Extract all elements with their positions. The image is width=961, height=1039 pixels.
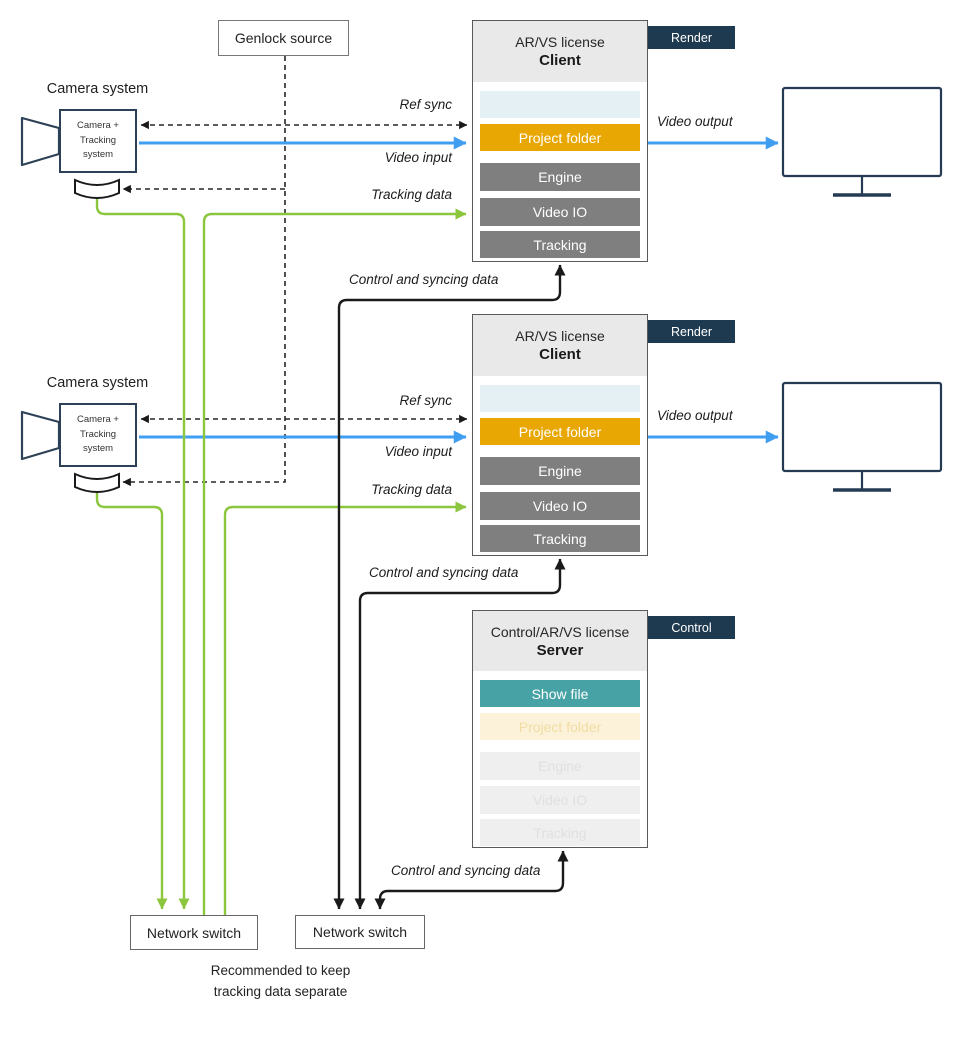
show-file-slot: Show file xyxy=(480,680,640,707)
empty-showfile-slot xyxy=(480,385,640,412)
client-header-1: AR/VS license Client xyxy=(473,21,647,82)
monitor-icon xyxy=(781,381,943,492)
video-output-label-1: Video output xyxy=(657,114,733,129)
client-box-2: AR/VS license Client Project folder Engi… xyxy=(472,314,648,556)
ref-sync-label-1: Ref sync xyxy=(399,97,452,112)
control-tag: Control xyxy=(648,616,735,639)
client-box-1: AR/VS license Client Project folder Engi… xyxy=(472,20,648,262)
genlock-sync-line xyxy=(122,56,286,487)
license-label: Control/AR/VS license xyxy=(490,623,630,640)
engine-slot: Engine xyxy=(480,163,640,191)
tracking-note: Recommended to keep tracking data separa… xyxy=(210,963,351,999)
control-data-label-1: Control and syncing data xyxy=(349,272,499,287)
video-input-label-2: Video input xyxy=(384,444,452,459)
network-switch-box-1: Network switch xyxy=(130,915,258,950)
camera-lens-icon xyxy=(20,410,61,461)
engine-slot: Engine xyxy=(480,457,640,485)
ref-sync-label-2: Ref sync xyxy=(399,393,452,408)
client-header-2: AR/VS license Client xyxy=(473,315,647,376)
role-label: Server xyxy=(536,641,584,659)
video-io-slot: Video IO xyxy=(480,198,640,226)
control-line-client2 xyxy=(354,558,566,910)
video-input-label-1: Video input xyxy=(384,150,452,165)
server-box: Control/AR/VS license Server Show file P… xyxy=(472,610,648,848)
control-line-server xyxy=(374,850,569,910)
tracking-line-camera1-to-switch xyxy=(95,199,190,910)
control-line-client1 xyxy=(333,264,566,910)
tracking-data-label-1: Tracking data xyxy=(371,187,452,202)
camera-device-box-1: Camera + Tracking system xyxy=(59,109,137,173)
tracking-line-switch-to-client2 xyxy=(223,501,467,915)
render-tag-1: Render xyxy=(648,26,735,49)
role-label: Client xyxy=(539,52,581,69)
render-tag-2: Render xyxy=(648,320,735,343)
camera-lens-icon xyxy=(20,116,61,167)
tracking-line-camera2-to-switch xyxy=(95,493,168,910)
project-folder-slot-disabled: Project folder xyxy=(480,713,640,740)
network-switch-box-2: Network switch xyxy=(295,915,425,949)
project-folder-slot: Project folder xyxy=(480,418,640,445)
empty-showfile-slot xyxy=(480,91,640,118)
camera-system-title-2: Camera system xyxy=(46,375,149,391)
tracking-slot: Tracking xyxy=(480,231,640,258)
client-components-1: Project folder Engine Video IO Tracking xyxy=(480,82,640,258)
role-label: Client xyxy=(539,346,581,363)
engine-slot-disabled: Engine xyxy=(480,752,640,780)
camera-device-box-2: Camera + Tracking system xyxy=(59,403,137,467)
tracking-slot-disabled: Tracking xyxy=(480,819,640,846)
license-label: AR/VS license xyxy=(515,328,605,344)
server-components: Show file Project folder Engine Video IO… xyxy=(480,671,640,846)
tracking-data-label-2: Tracking data xyxy=(371,482,452,497)
tracking-line-switch-to-client1 xyxy=(202,208,467,915)
monitor-icon xyxy=(781,86,943,197)
server-header: Control/AR/VS license Server xyxy=(473,611,647,671)
video-io-slot: Video IO xyxy=(480,492,640,520)
control-data-label-2: Control and syncing data xyxy=(369,565,519,580)
camera-mount-icon xyxy=(74,472,120,493)
control-data-label-3: Control and syncing data xyxy=(391,863,541,878)
video-io-slot-disabled: Video IO xyxy=(480,786,640,814)
genlock-source-label: Genlock source xyxy=(234,30,333,46)
camera-mount-icon xyxy=(74,178,120,199)
project-folder-slot: Project folder xyxy=(480,124,640,151)
network-switch-label: Network switch xyxy=(312,924,408,940)
camera-system-title-1: Camera system xyxy=(46,81,149,97)
license-label: AR/VS license xyxy=(515,34,605,50)
client-components-2: Project folder Engine Video IO Tracking xyxy=(480,376,640,552)
network-switch-label: Network switch xyxy=(146,924,242,941)
tracking-slot: Tracking xyxy=(480,525,640,552)
video-output-label-2: Video output xyxy=(657,408,733,423)
genlock-source-box: Genlock source xyxy=(218,20,349,56)
